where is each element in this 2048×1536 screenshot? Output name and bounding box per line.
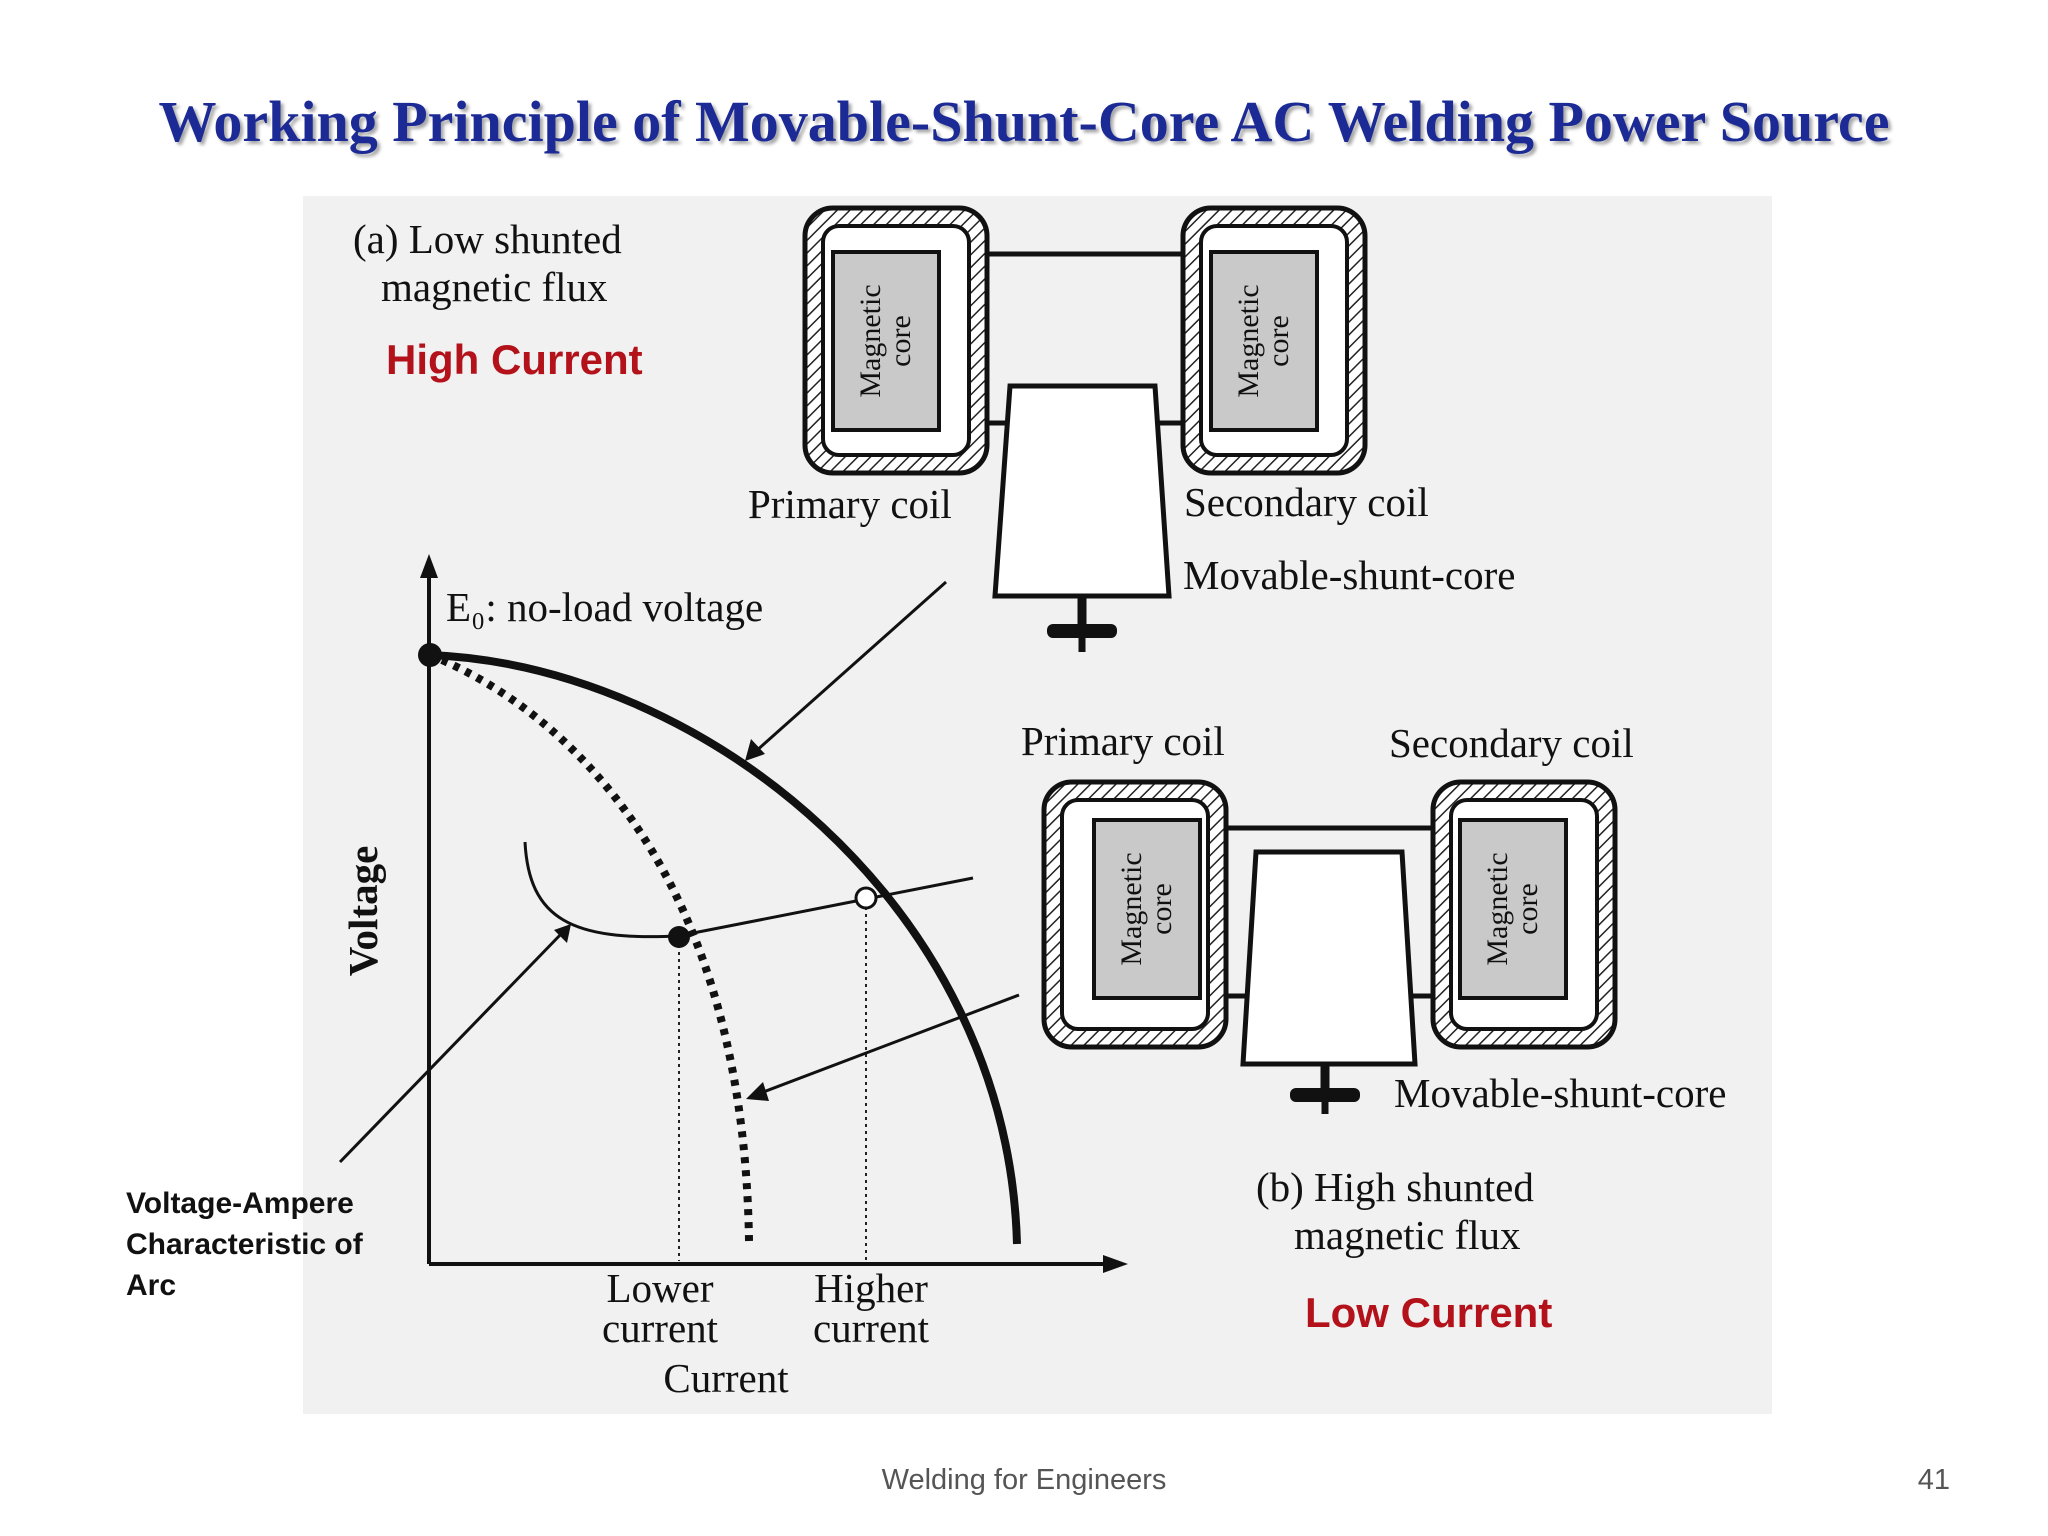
core-label-a2: Magneticcore: [1232, 284, 1295, 397]
low-current-note: Low Current: [1305, 1289, 1552, 1336]
y-axis-label: Voltage: [340, 846, 386, 977]
panel-b-title-2: magnetic flux: [1294, 1212, 1521, 1258]
core-label-b2: Magneticcore: [1481, 852, 1544, 965]
secondary-coil-label-a: Secondary coil: [1184, 479, 1429, 525]
secondary-coil-a: Magneticcore: [1180, 205, 1368, 476]
secondary-coil-b: Magneticcore: [1430, 779, 1618, 1050]
primary-coil-a: Magneticcore: [802, 205, 990, 476]
pointer-arrow-to-arc-characteristic: [338, 924, 571, 1164]
x-axis-arrow: [1103, 1255, 1128, 1273]
core-label-b1: Magneticcore: [1115, 852, 1178, 965]
shunt-core-b: [1240, 849, 1418, 1067]
shunt-core-a: [992, 383, 1172, 599]
shunt-handle-a: [1047, 596, 1117, 652]
no-load-voltage-label: E₀: no-load voltage: [446, 584, 763, 630]
footer-text: Welding for Engineers: [881, 1464, 1167, 1496]
shunt-handle-b: [1290, 1064, 1360, 1114]
high-current-curve: [429, 651, 1021, 1245]
x-axis-label: Current: [663, 1355, 789, 1401]
primary-coil-b: Magneticcore: [1041, 779, 1229, 1050]
no-load-voltage-point: [418, 643, 442, 667]
low-current-operating-point: [668, 926, 690, 948]
pointer-arrow-to-high-curve: [745, 580, 947, 761]
diagram-canvas: Magneticcore Magneticcore (a) Low shun: [338, 205, 1726, 1401]
shunt-label-a: Movable-shunt-core: [1183, 552, 1515, 598]
arc-characteristic-note: Voltage-Ampere Characteristic of Arc: [126, 1183, 426, 1306]
arc-note-line3: Arc: [126, 1269, 177, 1302]
slide-title: Working Principle of Movable-Shunt-Core …: [158, 89, 1890, 154]
secondary-coil-label-b: Secondary coil: [1389, 720, 1634, 766]
high-current-note: High Current: [386, 336, 643, 383]
primary-coil-label-b: Primary coil: [1021, 718, 1225, 764]
core-label-a1: Magneticcore: [854, 284, 917, 397]
y-axis-arrow: [420, 554, 438, 578]
transformer-diagram: Magneticcore Magneticcore (a) Low shun: [303, 196, 1772, 1414]
arc-note-line2: Characteristic of: [126, 1228, 363, 1261]
low-current-curve: [428, 651, 753, 1242]
panel-a-title-1: (a) Low shunted: [353, 216, 622, 262]
page-number: 41: [1917, 1464, 1950, 1496]
shunt-label-b: Movable-shunt-core: [1394, 1070, 1726, 1116]
panel-a-title-2: magnetic flux: [381, 264, 608, 310]
arc-characteristic-line: [523, 841, 974, 939]
high-current-operating-point: [854, 886, 878, 910]
arc-note-line1: Voltage-Ampere: [126, 1187, 354, 1220]
pointer-arrow-to-low-curve: [746, 993, 1020, 1101]
transformer-b: Magneticcore Magneticcore: [1041, 779, 1618, 1114]
transformer-a: Magneticcore Magneticcore: [802, 205, 1368, 652]
primary-coil-label-a: Primary coil: [748, 481, 952, 527]
panel-b-title-1: (b) High shunted: [1256, 1164, 1534, 1210]
